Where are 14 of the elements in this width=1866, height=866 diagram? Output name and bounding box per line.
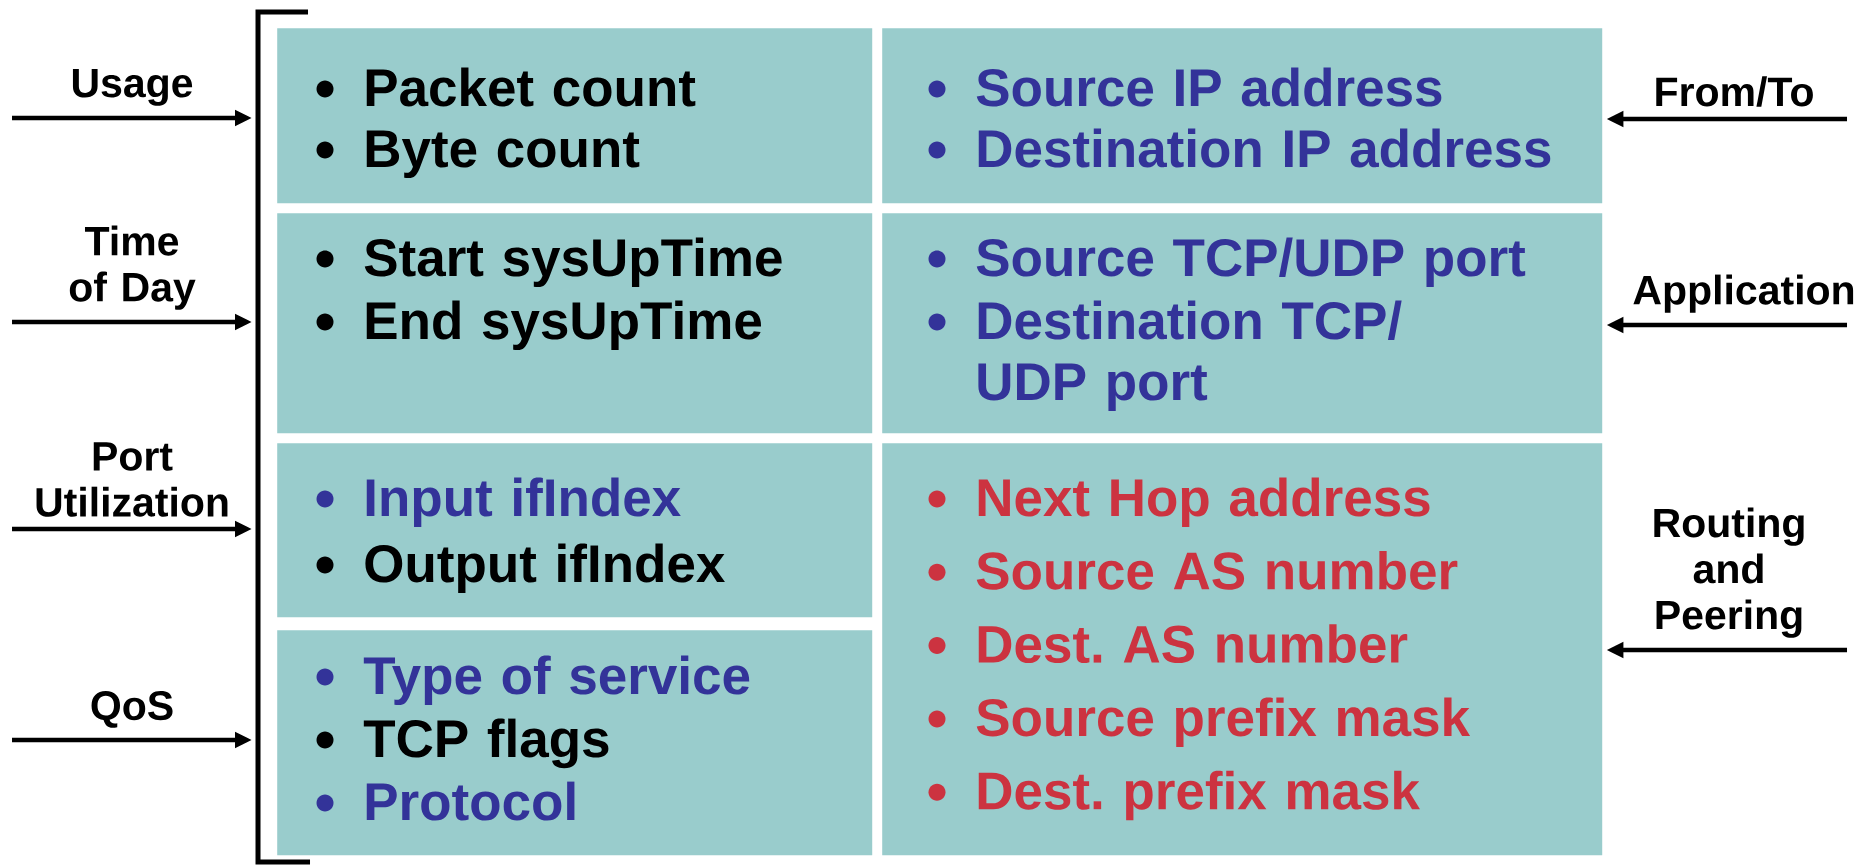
list-box: Packet count Byte count [277,28,873,204]
list-box: Input ifIndex Output ifIndex [277,443,873,618]
edge-label: Port Utilization [36,442,228,517]
edge-label: Routing and Peering [1654,507,1804,638]
edge-label: Time of Day [69,225,196,310]
list-box: Source TCP/UDP port Destination TCP/ UDP port [882,213,1603,434]
list-box: Source IP address Destination IP address [882,28,1603,204]
edge-label: QoS [91,691,173,728]
list-box: Next Hop address Source AS number Dest. AS number Source prefix mask Dest. prefix mask [882,443,1603,856]
list-box: Start sysUpTime End sysUpTime [277,213,873,434]
edge-label: Application [1633,274,1854,313]
edge-label: Usage [72,68,193,106]
edge-label: From/To [1656,76,1813,107]
list-box: Type of service TCP flags Protocol [277,630,873,856]
